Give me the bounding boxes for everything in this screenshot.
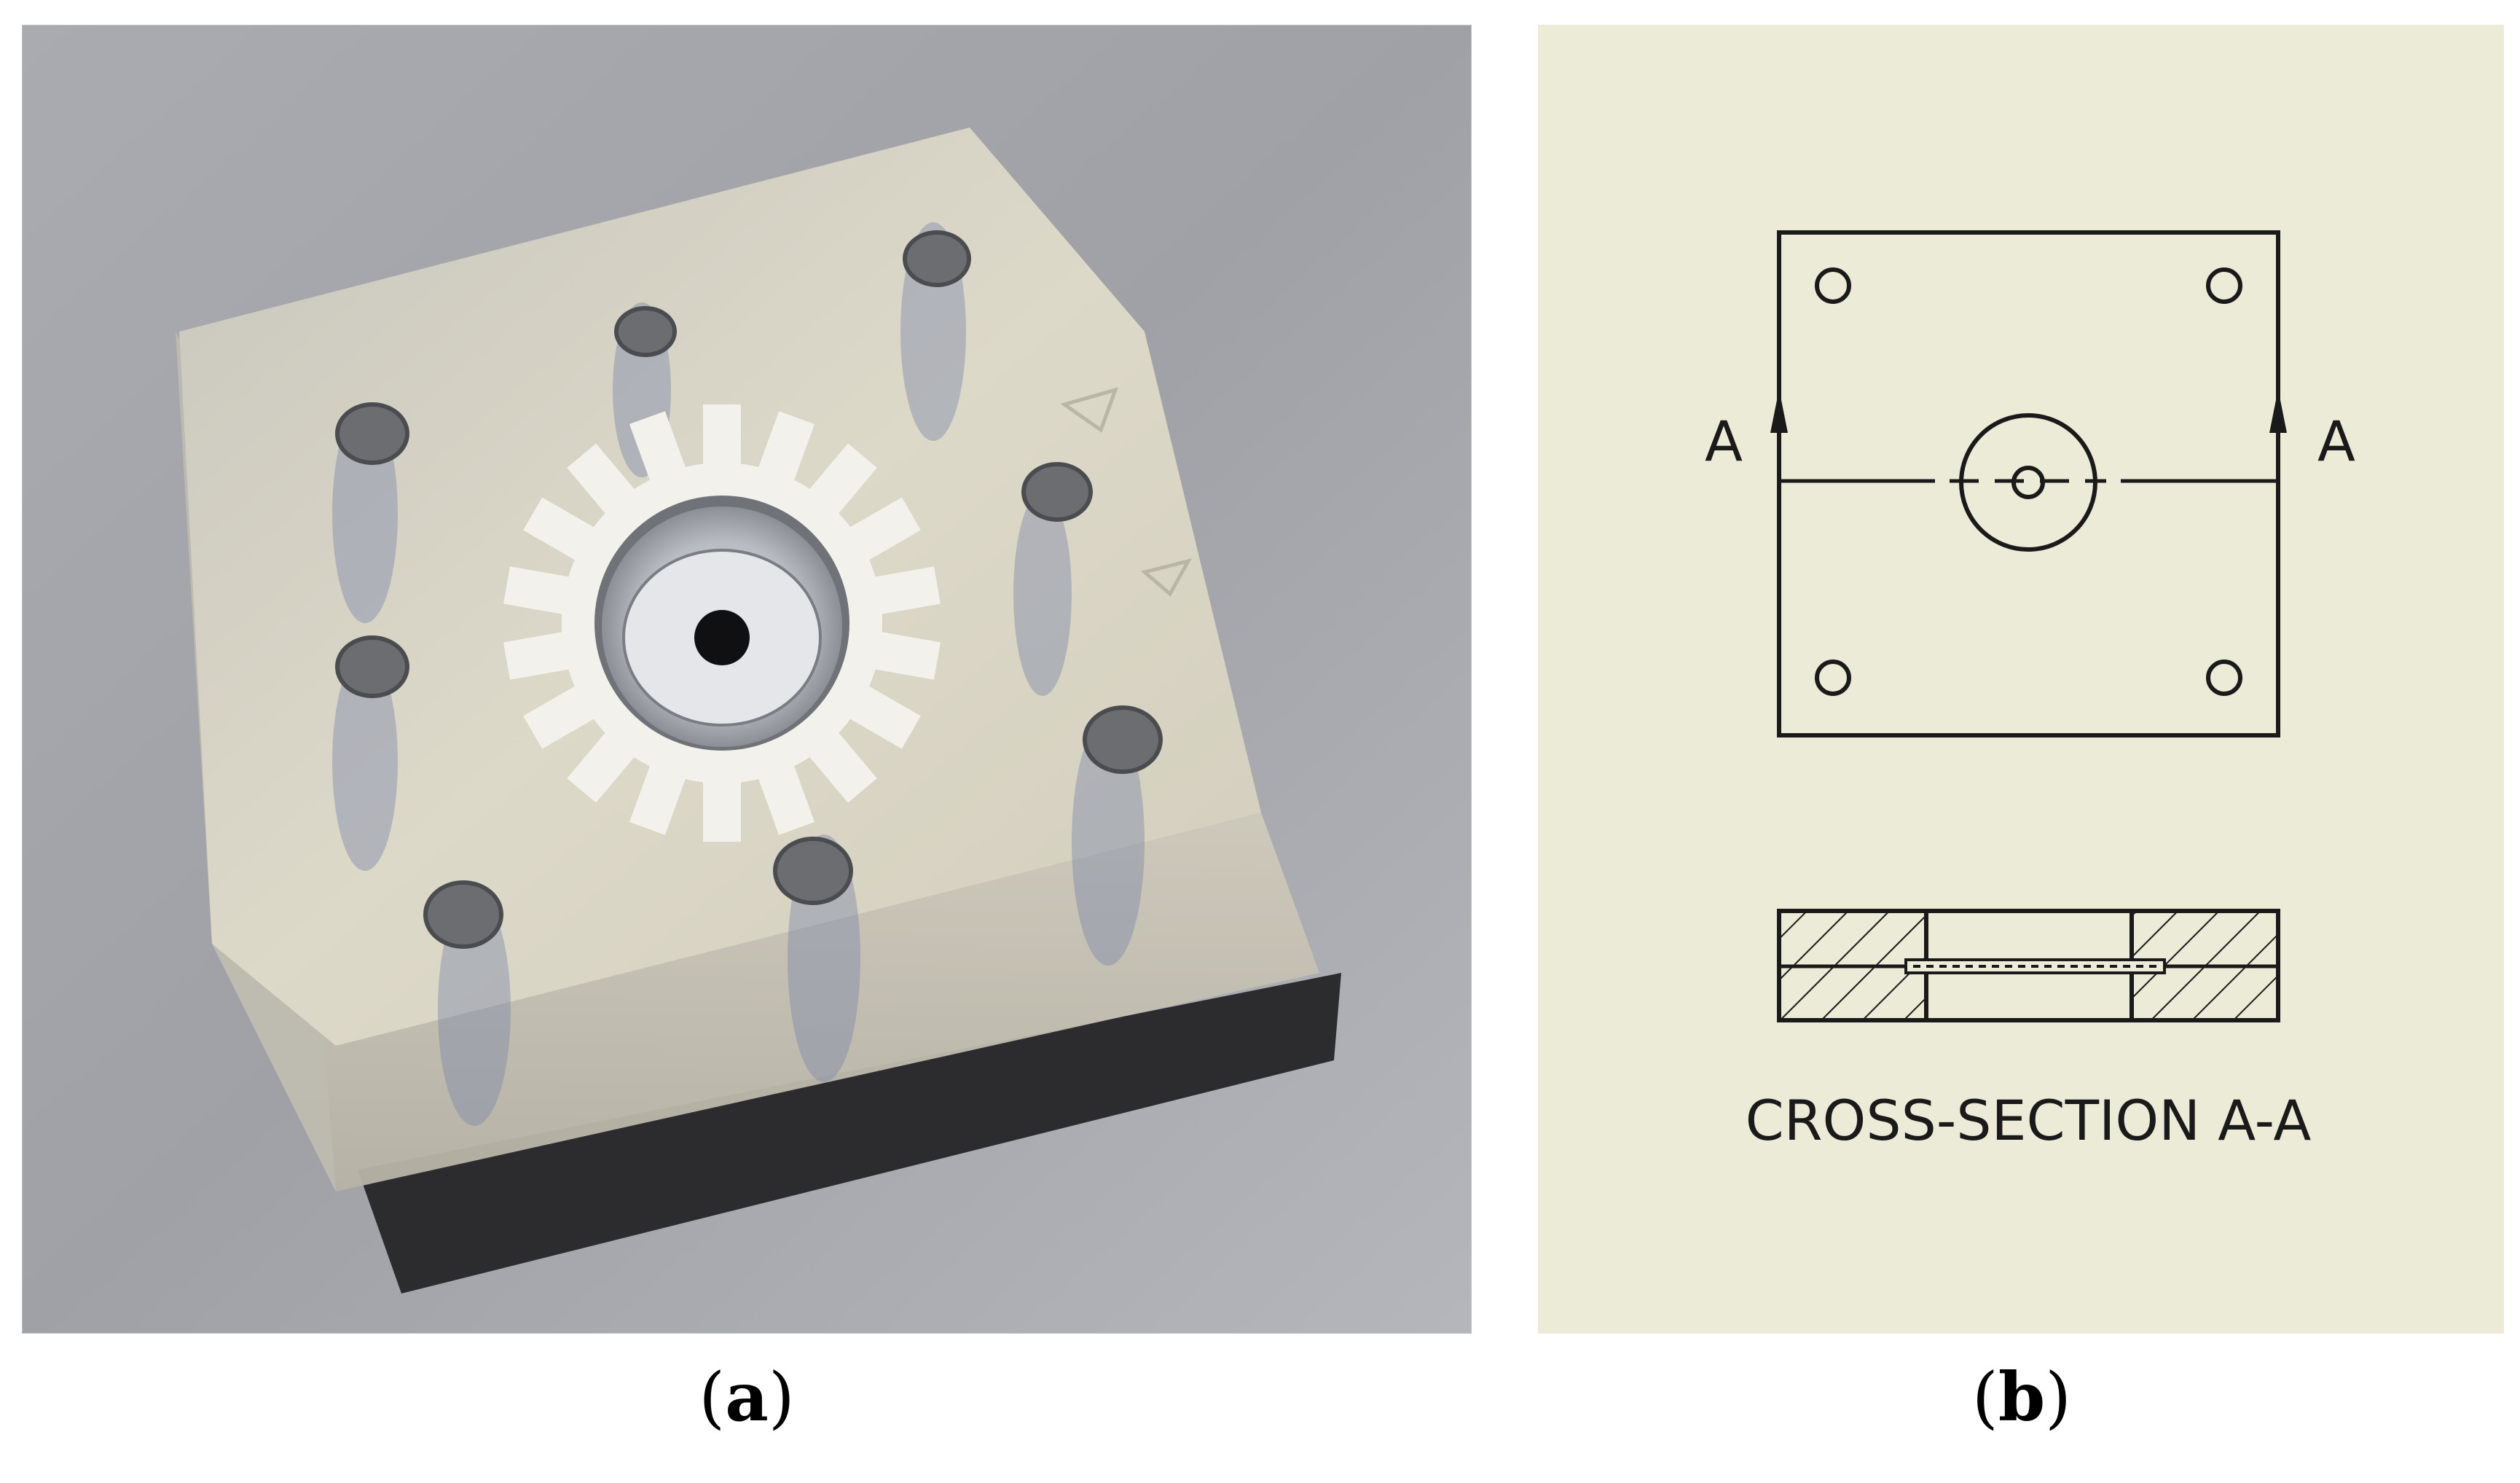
corner-mark: [1060, 387, 1119, 433]
technical-drawing: A A CROSS-SECTION A-A: [1538, 25, 2504, 1334]
top-view-outline: [1777, 230, 2280, 737]
corner-hole: [2206, 267, 2242, 304]
cross-section-view: [1777, 909, 2280, 1022]
pin-holes: [335, 230, 1163, 949]
corner-hole: [2206, 660, 2242, 696]
caption-paren-open: (: [699, 1358, 726, 1436]
caption-paren-open: (: [1971, 1358, 1998, 1436]
gear-electrode: [503, 404, 941, 842]
corner-hole: [1815, 267, 1851, 304]
section-mark-right: A: [2317, 409, 2355, 474]
drawing-panel: A A CROSS-SECTION A-A: [1538, 25, 2504, 1334]
base-plate: [358, 973, 1341, 1294]
block-front-face: [212, 813, 1319, 1192]
caption-a: (a): [674, 1357, 820, 1437]
section-arrow-up-icon: [1770, 389, 1788, 433]
corner-mark: [1140, 558, 1192, 597]
caption-b: (b): [1949, 1357, 2095, 1437]
photo-panel: [22, 25, 1472, 1334]
caption-label-a: a: [725, 1358, 769, 1436]
caption-paren-close: ): [768, 1358, 795, 1436]
corner-hole: [1815, 660, 1851, 696]
drawing-background: [1538, 25, 2504, 1334]
section-mark-left: A: [1705, 409, 1743, 474]
caption-label-b: b: [1998, 1358, 2046, 1436]
section-arrow-up-icon: [2269, 389, 2287, 433]
cross-section-title: CROSS-SECTION A-A: [1746, 1088, 2312, 1153]
resin-block-photo: [23, 26, 1471, 1333]
caption-paren-close: ): [2045, 1358, 2072, 1436]
center-hole: [694, 610, 750, 665]
